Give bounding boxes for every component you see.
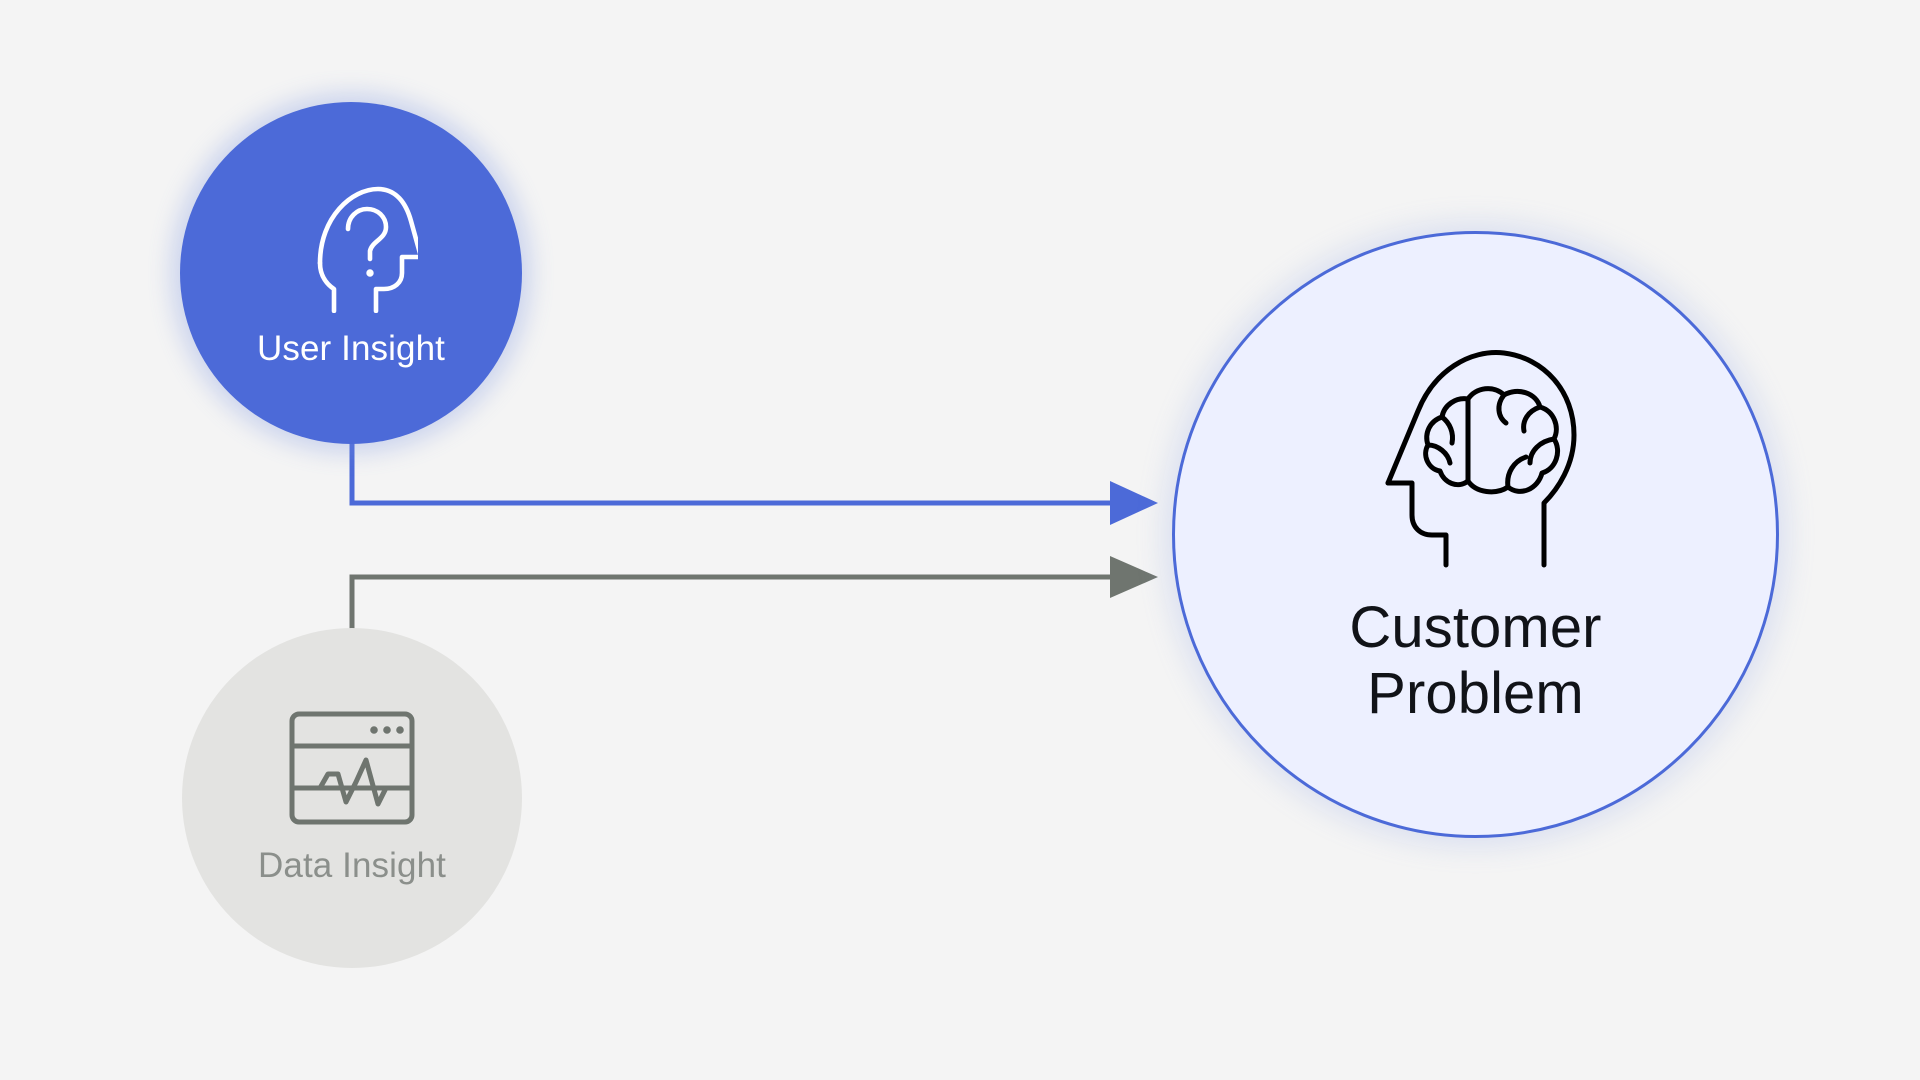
- node-customer-problem[interactable]: Customer Problem: [1172, 231, 1779, 838]
- node-user-insight-label: User Insight: [257, 329, 445, 368]
- edge-data-insight-to-customer-problem: [349, 556, 1158, 639]
- edge-data-insight-arrowhead-icon: [1110, 556, 1158, 598]
- edge-data-insight-line: [349, 574, 1115, 639]
- node-user-insight[interactable]: User Insight: [180, 102, 522, 444]
- node-data-insight-label: Data Insight: [258, 846, 446, 885]
- head-with-brain-icon: [1372, 343, 1584, 569]
- browser-window-waveform-chart-icon: [288, 710, 416, 826]
- head-with-question-mark-icon: [290, 177, 424, 314]
- node-data-insight[interactable]: Data Insight: [182, 628, 522, 968]
- node-customer-problem-label: Customer Problem: [1349, 594, 1602, 726]
- edge-user-insight-to-customer-problem: [349, 437, 1158, 525]
- edge-user-insight-arrowhead-icon: [1110, 481, 1158, 525]
- edge-user-insight-line: [349, 437, 1115, 506]
